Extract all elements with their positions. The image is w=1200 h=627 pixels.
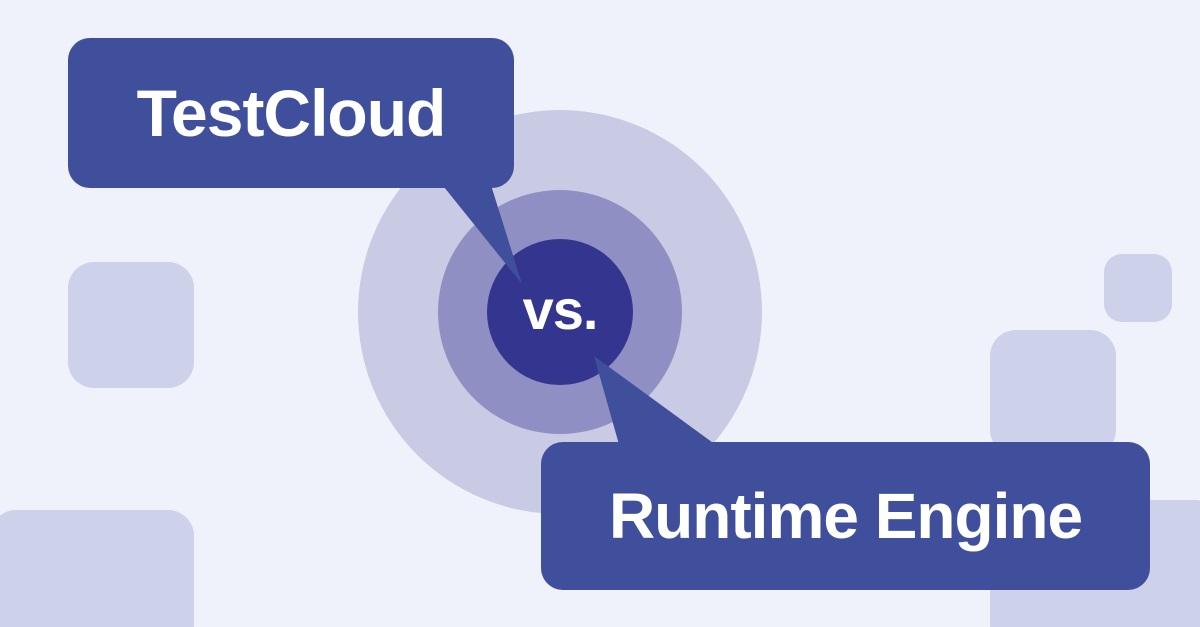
bubble-tail-right [594,356,720,448]
deco-square-small-right [1104,254,1172,322]
deco-square-bottom-left [0,510,194,627]
heading-runtime-engine: Runtime Engine [608,480,1083,552]
deco-square-right [990,330,1116,456]
bubble-testcloud: TestCloud [68,38,514,188]
heading-testcloud: TestCloud [136,76,447,150]
bubble-tail-left [440,182,522,284]
deco-square-left [68,262,194,388]
bubble-runtime-engine: Runtime Engine [541,442,1150,590]
vs-label: vs. [522,278,599,341]
